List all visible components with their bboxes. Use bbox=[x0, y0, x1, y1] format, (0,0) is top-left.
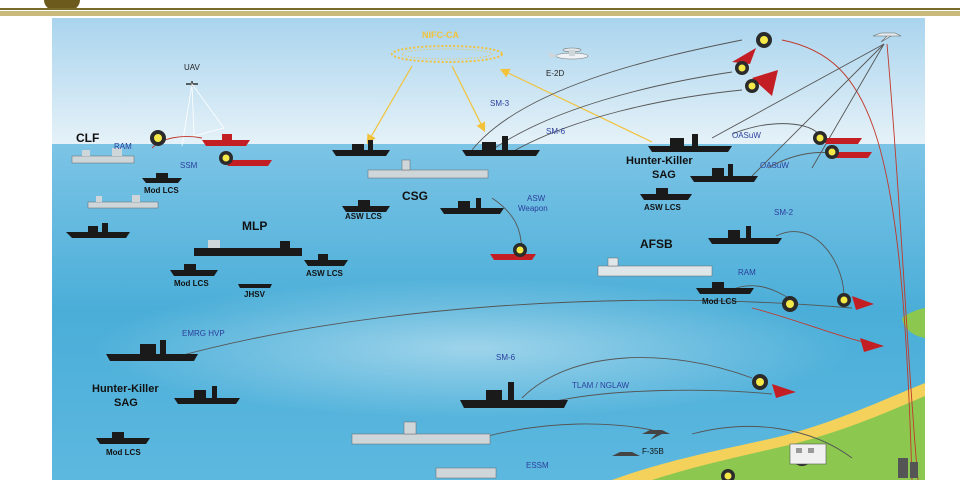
e2d-label: E-2D bbox=[546, 69, 564, 78]
cruiser-icon bbox=[332, 140, 390, 156]
emblem-icon bbox=[44, 0, 80, 10]
destroyer-icon bbox=[106, 340, 198, 361]
csg-label: CSG bbox=[402, 189, 428, 203]
mlp-label: MLP bbox=[242, 219, 267, 233]
hunter-killer-sag-label-right: Hunter-Killer SAG bbox=[626, 155, 696, 181]
amphibious-ship-icon bbox=[435, 467, 497, 479]
mod-lcs-ship-icon bbox=[170, 264, 218, 276]
mlp-ship-icon bbox=[194, 240, 302, 256]
header-bar bbox=[0, 0, 960, 16]
afsb-ship-icon bbox=[597, 257, 713, 277]
asw-weapon-line1: ASW bbox=[527, 194, 546, 203]
afsb-label: AFSB bbox=[640, 237, 673, 251]
sm6-label-bottom: SM-6 bbox=[496, 353, 516, 362]
mod-lcs-label-3: Mod LCS bbox=[702, 297, 737, 306]
amphibious-ship-icon bbox=[351, 421, 491, 445]
sky bbox=[52, 18, 925, 146]
asw-lcs-label-1: ASW LCS bbox=[345, 212, 383, 221]
naval-ops-diagram: NIFC-CA E-2D UAV bbox=[52, 18, 925, 480]
shore-facility-icon bbox=[789, 443, 827, 465]
asw-weapon-label: ASW Weapon bbox=[518, 194, 548, 213]
header-rule-gold bbox=[0, 11, 960, 16]
frigate-icon bbox=[440, 198, 504, 214]
nifc-ca-network-cloud: NIFC-CA bbox=[391, 30, 503, 63]
mod-lcs-ship-icon bbox=[142, 173, 182, 183]
sm6-label-top: SM-6 bbox=[546, 127, 566, 136]
e2d-aircraft-icon bbox=[548, 47, 589, 60]
mod-lcs-label-4: Mod LCS bbox=[106, 448, 141, 457]
asw-weapon-line2: Weapon bbox=[518, 204, 548, 213]
missile-trajectories bbox=[151, 39, 919, 480]
essm-label: ESSM bbox=[526, 461, 549, 470]
launcher-icon bbox=[898, 458, 918, 478]
enemy-submarine-icon bbox=[490, 254, 536, 260]
asw-lcs-ship-icon bbox=[640, 188, 692, 200]
asw-lcs-label-3: ASW LCS bbox=[644, 203, 682, 212]
explosion-icon bbox=[735, 32, 772, 93]
cruiser-icon bbox=[690, 164, 758, 182]
supply-ship-icon bbox=[87, 195, 159, 209]
oasuw-label-1: OASuW bbox=[732, 131, 761, 140]
asw-lcs-label-2: ASW LCS bbox=[306, 269, 344, 278]
mod-lcs-ship-icon bbox=[96, 432, 150, 444]
destroyer-icon bbox=[66, 223, 130, 238]
jhsv-label: JHSV bbox=[244, 290, 266, 299]
f35b-jet-icon bbox=[612, 430, 670, 456]
enemy-aircraft-icon bbox=[732, 48, 778, 96]
destroyer-icon bbox=[708, 226, 782, 244]
explosion-icon bbox=[150, 130, 851, 480]
sm3-label: SM-3 bbox=[490, 99, 510, 108]
explosion-icon bbox=[813, 131, 839, 159]
oasuw-label-2: OASuW bbox=[760, 161, 789, 170]
asw-lcs-ship-icon bbox=[342, 200, 390, 212]
nifc-ca-label: NIFC-CA bbox=[422, 30, 459, 40]
ship-group bbox=[66, 131, 872, 479]
coastline bbox=[612, 308, 925, 480]
asw-lcs-ship-icon bbox=[304, 254, 348, 266]
sea-haze bbox=[92, 278, 852, 418]
mod-lcs-label-2: Mod LCS bbox=[174, 279, 209, 288]
nifc-ca-datalinks bbox=[366, 65, 653, 145]
uav-sensor-cone bbox=[181, 82, 225, 147]
ram-label-right: RAM bbox=[738, 268, 756, 277]
frigate-icon bbox=[174, 386, 240, 404]
mod-lcs-label-1: Mod LCS bbox=[144, 186, 179, 195]
cruiser-icon bbox=[460, 382, 568, 408]
enemy-aircraft-icon bbox=[772, 296, 884, 398]
aircraft-carrier-icon bbox=[367, 159, 489, 179]
enemy-ship-icon bbox=[202, 134, 272, 166]
tlam-nglaw-label: TLAM / NGLAW bbox=[572, 381, 629, 390]
jhsv-ship-icon bbox=[238, 284, 272, 288]
hunter-killer-sag-label-left: Hunter-Killer SAG bbox=[92, 383, 162, 409]
emrg-hvp-label: EMRG HVP bbox=[182, 329, 225, 338]
ssm-label: SSM bbox=[180, 161, 198, 170]
sm2-label: SM-2 bbox=[774, 208, 794, 217]
enemy-ship-icon bbox=[822, 138, 872, 158]
destroyer-icon bbox=[462, 136, 540, 156]
ram-label-left: RAM bbox=[114, 142, 132, 151]
mod-lcs-ship-icon bbox=[696, 282, 754, 294]
clf-supply-ship-icon bbox=[71, 148, 135, 164]
uav-label: UAV bbox=[184, 63, 201, 72]
f35b-label: F-35B bbox=[642, 447, 664, 456]
clf-label: CLF bbox=[76, 131, 99, 145]
header-rule-dark bbox=[0, 8, 960, 10]
friendly-jet-icon bbox=[872, 32, 902, 43]
destroyer-icon bbox=[648, 134, 732, 152]
